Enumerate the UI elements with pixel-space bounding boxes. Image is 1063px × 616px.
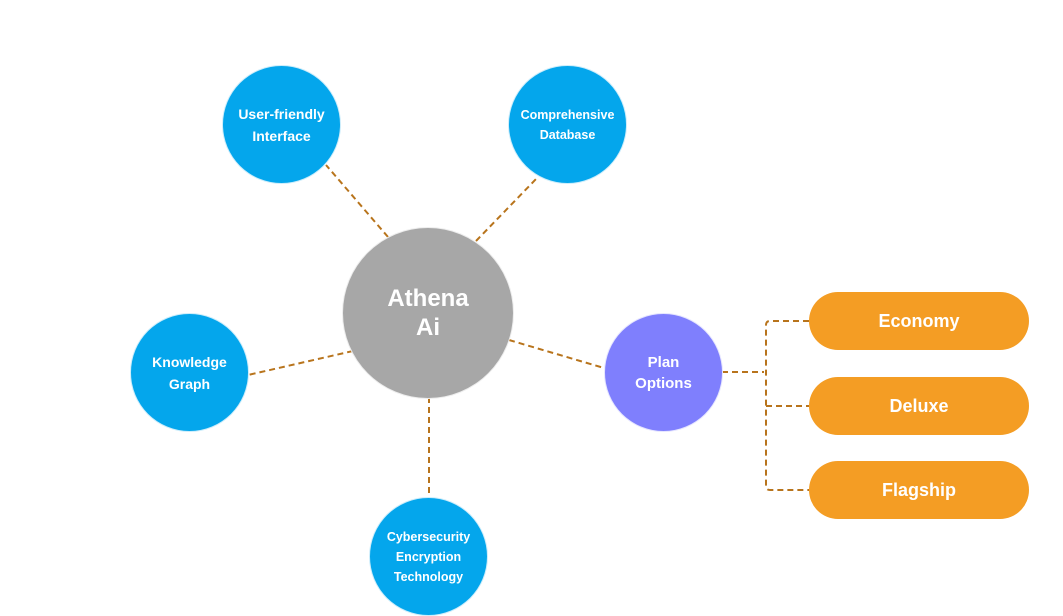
link-center-database bbox=[475, 177, 538, 242]
option-flagship[interactable]: Flagship bbox=[809, 461, 1029, 519]
link-center-plan bbox=[508, 339, 605, 369]
center-label: Athena Ai bbox=[387, 285, 469, 341]
node-plan-options[interactable]: Plan Options bbox=[604, 313, 723, 432]
node-athena-ai[interactable]: Athena Ai bbox=[342, 227, 514, 399]
node-label: Knowledge Graph bbox=[152, 353, 227, 392]
link-center-user-friendly bbox=[325, 164, 389, 238]
option-label: Deluxe bbox=[889, 395, 949, 416]
node-cybersecurity-encryption-technology[interactable]: Cybersecurity Encryption Technology bbox=[369, 497, 488, 616]
option-label: Flagship bbox=[881, 479, 956, 500]
node-label: User-friendly Interface bbox=[238, 105, 325, 144]
node-user-friendly-interface[interactable]: User-friendly Interface bbox=[222, 65, 341, 184]
node-knowledge-graph[interactable]: Knowledge Graph bbox=[130, 313, 249, 432]
option-label: Economy bbox=[878, 310, 960, 331]
option-economy[interactable]: Economy bbox=[809, 292, 1029, 350]
option-deluxe[interactable]: Deluxe bbox=[809, 377, 1029, 435]
node-comprehensive-database[interactable]: Comprehensive Database bbox=[508, 65, 627, 184]
link-center-knowledge bbox=[247, 350, 354, 376]
node-label: Plan Options bbox=[635, 353, 692, 392]
node-label: Cybersecurity Encryption Technology bbox=[386, 529, 471, 584]
node-label: Comprehensive Database bbox=[520, 107, 615, 142]
